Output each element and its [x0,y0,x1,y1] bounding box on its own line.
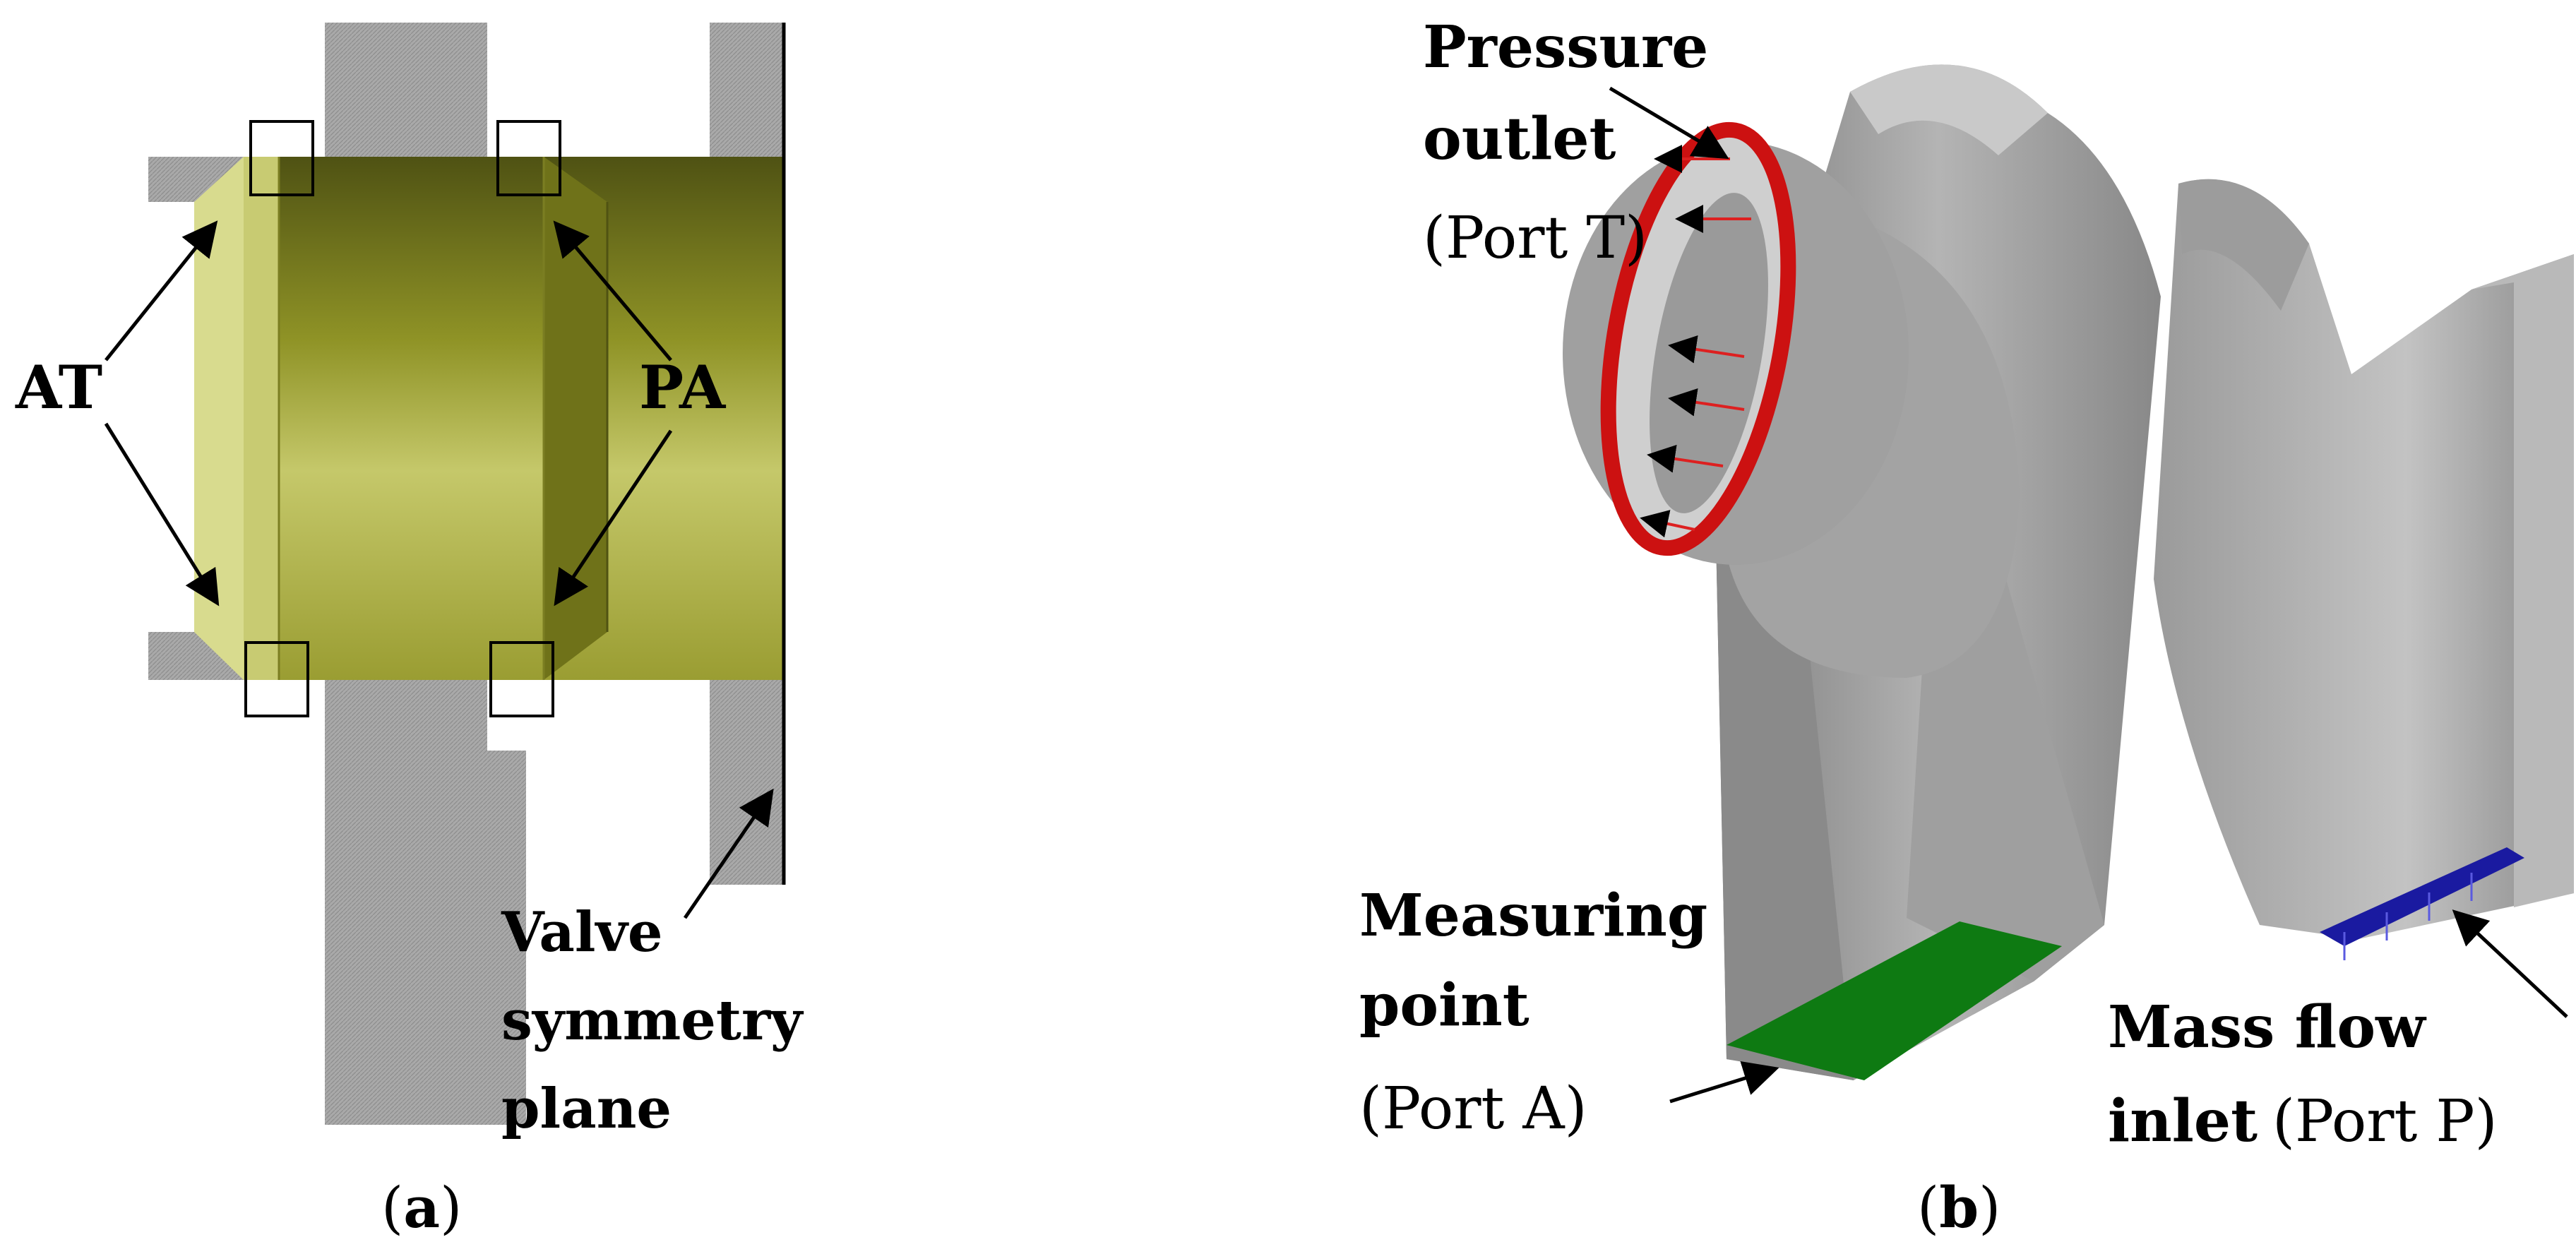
measuring-label-line2: point [1359,972,1530,1039]
pressure-outlet-port-t [1563,121,1909,565]
rear-valve-body [2154,179,2574,940]
label-at: AT [15,352,102,422]
label-pa: PA [639,352,727,422]
caption-b: (b) [1917,1174,2000,1241]
symmetry-label-line2: symmetry [501,989,804,1053]
outlet-label-line2: outlet [1423,105,1616,173]
symmetry-label-line1: Valve [501,900,662,965]
mass-flow-label-line2: inlet [2108,1087,2258,1155]
measuring-label-line1: Measuring [1359,882,1707,950]
panel-a-arrows [104,220,774,919]
spool-body [194,157,784,680]
edge-markers [244,120,561,717]
port-p-label: (Port P) [2272,1088,2498,1155]
measuring-point-port-a [1727,921,2062,1080]
mass-flow-inlet-port-p [2320,847,2524,960]
outlet-label-line1: Pressure [1423,13,1708,81]
panel-b-arrows [1609,86,2568,1104]
mass-flow-label-line1: Mass flow [2108,993,2427,1061]
panel-a: AT PA Valve symmetry plane (a) [15,23,804,1241]
symmetry-label-line3: plane [501,1077,672,1141]
panel-b: Pressure outlet (Port T) Measuring point… [1359,13,2574,1241]
measuring-label-line3: (Port A) [1359,1075,1587,1142]
caption-a: (a) [381,1174,462,1241]
outlet-label-line3: (Port T) [1423,205,1647,272]
